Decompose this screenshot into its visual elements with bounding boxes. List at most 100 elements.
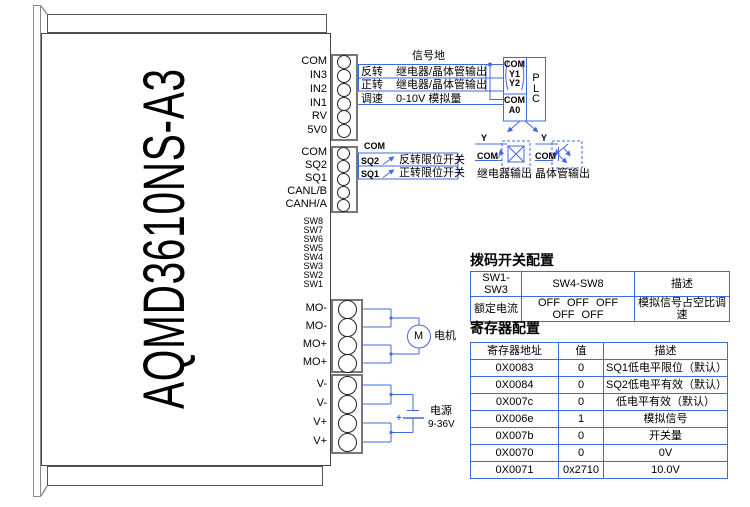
register-table: 寄存器地址 值 描述 0X0083 0 SQ1低电平限位（默认） 0X0084 … (470, 342, 728, 479)
reg-desc-cell: 开关量 (603, 427, 728, 445)
mounting-plate (33, 5, 41, 497)
dip-header-cell: SW1-SW3 (470, 270, 522, 298)
terminal-pin (337, 185, 350, 199)
terminal-pin (338, 317, 357, 337)
terminal-label: SW3 (303, 261, 323, 271)
terminal-label: SQ2 (304, 159, 327, 171)
plc-top-pins: COM Y1 Y2 (503, 59, 526, 89)
terminal-label: SW7 (303, 225, 323, 235)
terminal-pin (337, 83, 351, 97)
terminal-label: RV (311, 110, 327, 122)
terminal-label: V- (316, 397, 327, 409)
dip-switch-table: SW1-SW3 SW4-SW8 描述 额定电流 OFF OFF OFF OFF … (470, 270, 730, 323)
limit-row-desc: 正转限位开关 (399, 167, 465, 179)
terminal-label: SW5 (303, 243, 323, 253)
power-range-label: 9-36V (428, 419, 455, 430)
terminal-label: V- (316, 378, 327, 390)
dip-table-wrap: SW1-SW3 SW4-SW8 描述 额定电流 OFF OFF OFF OFF … (470, 270, 730, 323)
terminal-pin (337, 97, 351, 111)
terminal-pin (337, 172, 350, 186)
terminal-pin (338, 375, 357, 395)
relay-output-label: 继电器输出 (477, 168, 532, 180)
driver-body (41, 33, 331, 466)
reg-desc-cell: 低电平有效（默认） (603, 393, 728, 411)
reg-header-cell: 描述 (603, 342, 728, 360)
terminal-label: IN3 (309, 69, 327, 81)
wire-junction (488, 62, 492, 67)
reg-header-cell: 值 (558, 342, 604, 360)
reg-desc-cell: 10.0V (603, 461, 728, 479)
terminal-label: MO+ (302, 338, 327, 350)
relay-com-label: COM (477, 151, 498, 161)
reg-value-cell: 1 (558, 410, 604, 428)
terminal-pin (338, 335, 357, 355)
reg-value-cell: 0 (558, 376, 604, 394)
dip-cell: 额定电流 (470, 296, 522, 323)
terminal-label: V+ (313, 435, 327, 447)
register-table-wrap: 寄存器地址 值 描述 0X0083 0 SQ1低电平限位（默认） 0X0084 … (470, 342, 728, 479)
io-signal-wires (358, 64, 503, 105)
terminal-label: COM (301, 146, 327, 158)
terminal-label: IN2 (309, 83, 327, 95)
terminal-pin (338, 299, 357, 319)
terminal-label: SW8 (303, 216, 323, 226)
plc-pin-label: A0 (508, 104, 521, 115)
power-terminal-labels: V- V- V+ V+ (240, 0, 327, 460)
reg-header-cell: 寄存器地址 (470, 342, 559, 360)
dip-header-cell: SW4-SW8 (521, 270, 635, 298)
heatsink-flange-bottom (47, 466, 323, 486)
dip-cell: 模拟信号占空比调速 (634, 296, 730, 323)
terminal-pin (337, 124, 351, 138)
heatsink-flange-top (47, 14, 327, 33)
reg-addr-cell: 0X0084 (470, 376, 559, 394)
limit-com-label: COM (364, 141, 385, 151)
terminal-label: SQ1 (304, 172, 327, 184)
reg-addr-cell: 0X006e (470, 410, 559, 428)
terminal-label: MO- (305, 320, 327, 332)
terminal-label: MO- (305, 302, 327, 314)
terminal-pin (337, 55, 351, 69)
motor-m-label: M (414, 330, 424, 342)
io-row-desc: 继电器/晶体管输出 (396, 79, 488, 91)
io-terminal-labels: COM IN3 IN2 IN1 RV 5V0 (240, 0, 327, 140)
io-row-desc: 0-10V 模拟量 (396, 93, 462, 105)
chassis-bevel-edges (40, 5, 48, 497)
transistor-com-label: COM (535, 151, 556, 161)
relay-output-symbol (475, 140, 531, 169)
register-table-title: 寄存器配置 (470, 320, 540, 336)
plc-pin-label: COM (504, 95, 525, 105)
battery-symbol (363, 384, 424, 443)
plc-block (503, 57, 546, 133)
transistor-output-symbol (535, 140, 583, 169)
reg-desc-cell: SQ2低电平有效（默认） (603, 376, 728, 394)
terminal-label: 5V0 (307, 124, 327, 136)
reg-value-cell: 0 (558, 393, 604, 411)
limit-row-pin: SQ1 (361, 169, 380, 179)
dip-table-title: 拨码开关配置 (470, 252, 554, 268)
terminal-label: CANH/A (285, 198, 327, 210)
terminal-pin (337, 110, 351, 124)
limit-row-desc: 反转限位开关 (399, 154, 465, 166)
reg-value-cell: 0 (558, 444, 604, 462)
terminal-label: SW6 (303, 234, 323, 244)
plc-pin-label: Y1 (508, 68, 520, 79)
plc-bottom-pins: COM A0 (503, 95, 526, 115)
motor-terminal-labels: MO- MO- MO+ MO+ (240, 0, 327, 380)
terminal-label: SW1 (303, 279, 323, 289)
relay-y-label: Y (481, 133, 488, 143)
terminal-pin (338, 353, 357, 373)
ctrl-terminal-labels: COM SQ2 SQ1 CANL/B CANH/A (240, 0, 327, 220)
transistor-output-label: 晶体管输出 (535, 168, 590, 180)
transistor-y-label: Y (541, 133, 548, 143)
io-row-pin: 反转 (361, 66, 383, 78)
io-row-pin: 正转 (361, 79, 383, 91)
reg-addr-cell: 0X0083 (470, 359, 559, 377)
terminal-label: COM (301, 55, 327, 67)
terminal-label: MO+ (302, 356, 327, 368)
plc-label: PLC (532, 72, 540, 105)
terminal-label: IN1 (309, 97, 327, 109)
limit-switch-box (358, 152, 459, 180)
terminal-label: SW4 (303, 252, 323, 262)
